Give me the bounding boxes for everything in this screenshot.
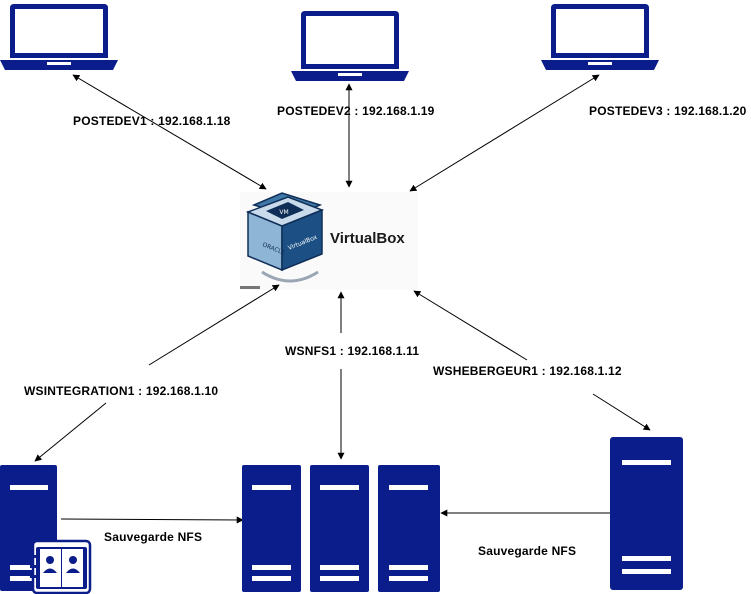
cube-top-text: VM (279, 209, 288, 216)
server-icon (610, 437, 683, 590)
arrow-wsintegration-up (148, 284, 280, 366)
backup-left-label: Sauvegarde NFS (104, 530, 203, 544)
arrow-wshebergeur-up (413, 290, 528, 361)
wsintegration1-label: WSINTEGRATION1 : 192.168.1.10 (24, 384, 219, 398)
arrow-wsintegration-down (34, 402, 107, 462)
server-rack-icon (242, 465, 440, 592)
arrow-postedev1 (72, 74, 267, 190)
postedev2-label: POSTEDEV2 : 192.168.1.19 (277, 104, 435, 118)
postedev3-label: POSTEDEV3 : 192.168.1.20 (589, 104, 747, 118)
address-book-icon (30, 539, 92, 594)
virtualbox-name: VirtualBox (330, 230, 405, 247)
wshebergeur1-label: WSHEBERGEUR1 : 192.168.1.12 (433, 364, 622, 378)
postedev1-label: POSTEDEV1 : 192.168.1.18 (73, 114, 231, 128)
arrow-backup-left (60, 516, 244, 524)
virtualbox-icon: VM ORACLE VirtualBox (240, 192, 418, 290)
arrow-wshebergeur-down (592, 393, 651, 431)
laptop-icon (0, 4, 118, 70)
arrows (34, 74, 651, 524)
wsnfs1-label: WSNFS1 : 192.168.1.11 (285, 344, 420, 358)
laptop-icon (541, 4, 659, 70)
arrow-postedev3 (409, 74, 600, 192)
backup-right-label: Sauvegarde NFS (478, 544, 577, 558)
laptop-icon (291, 11, 409, 81)
